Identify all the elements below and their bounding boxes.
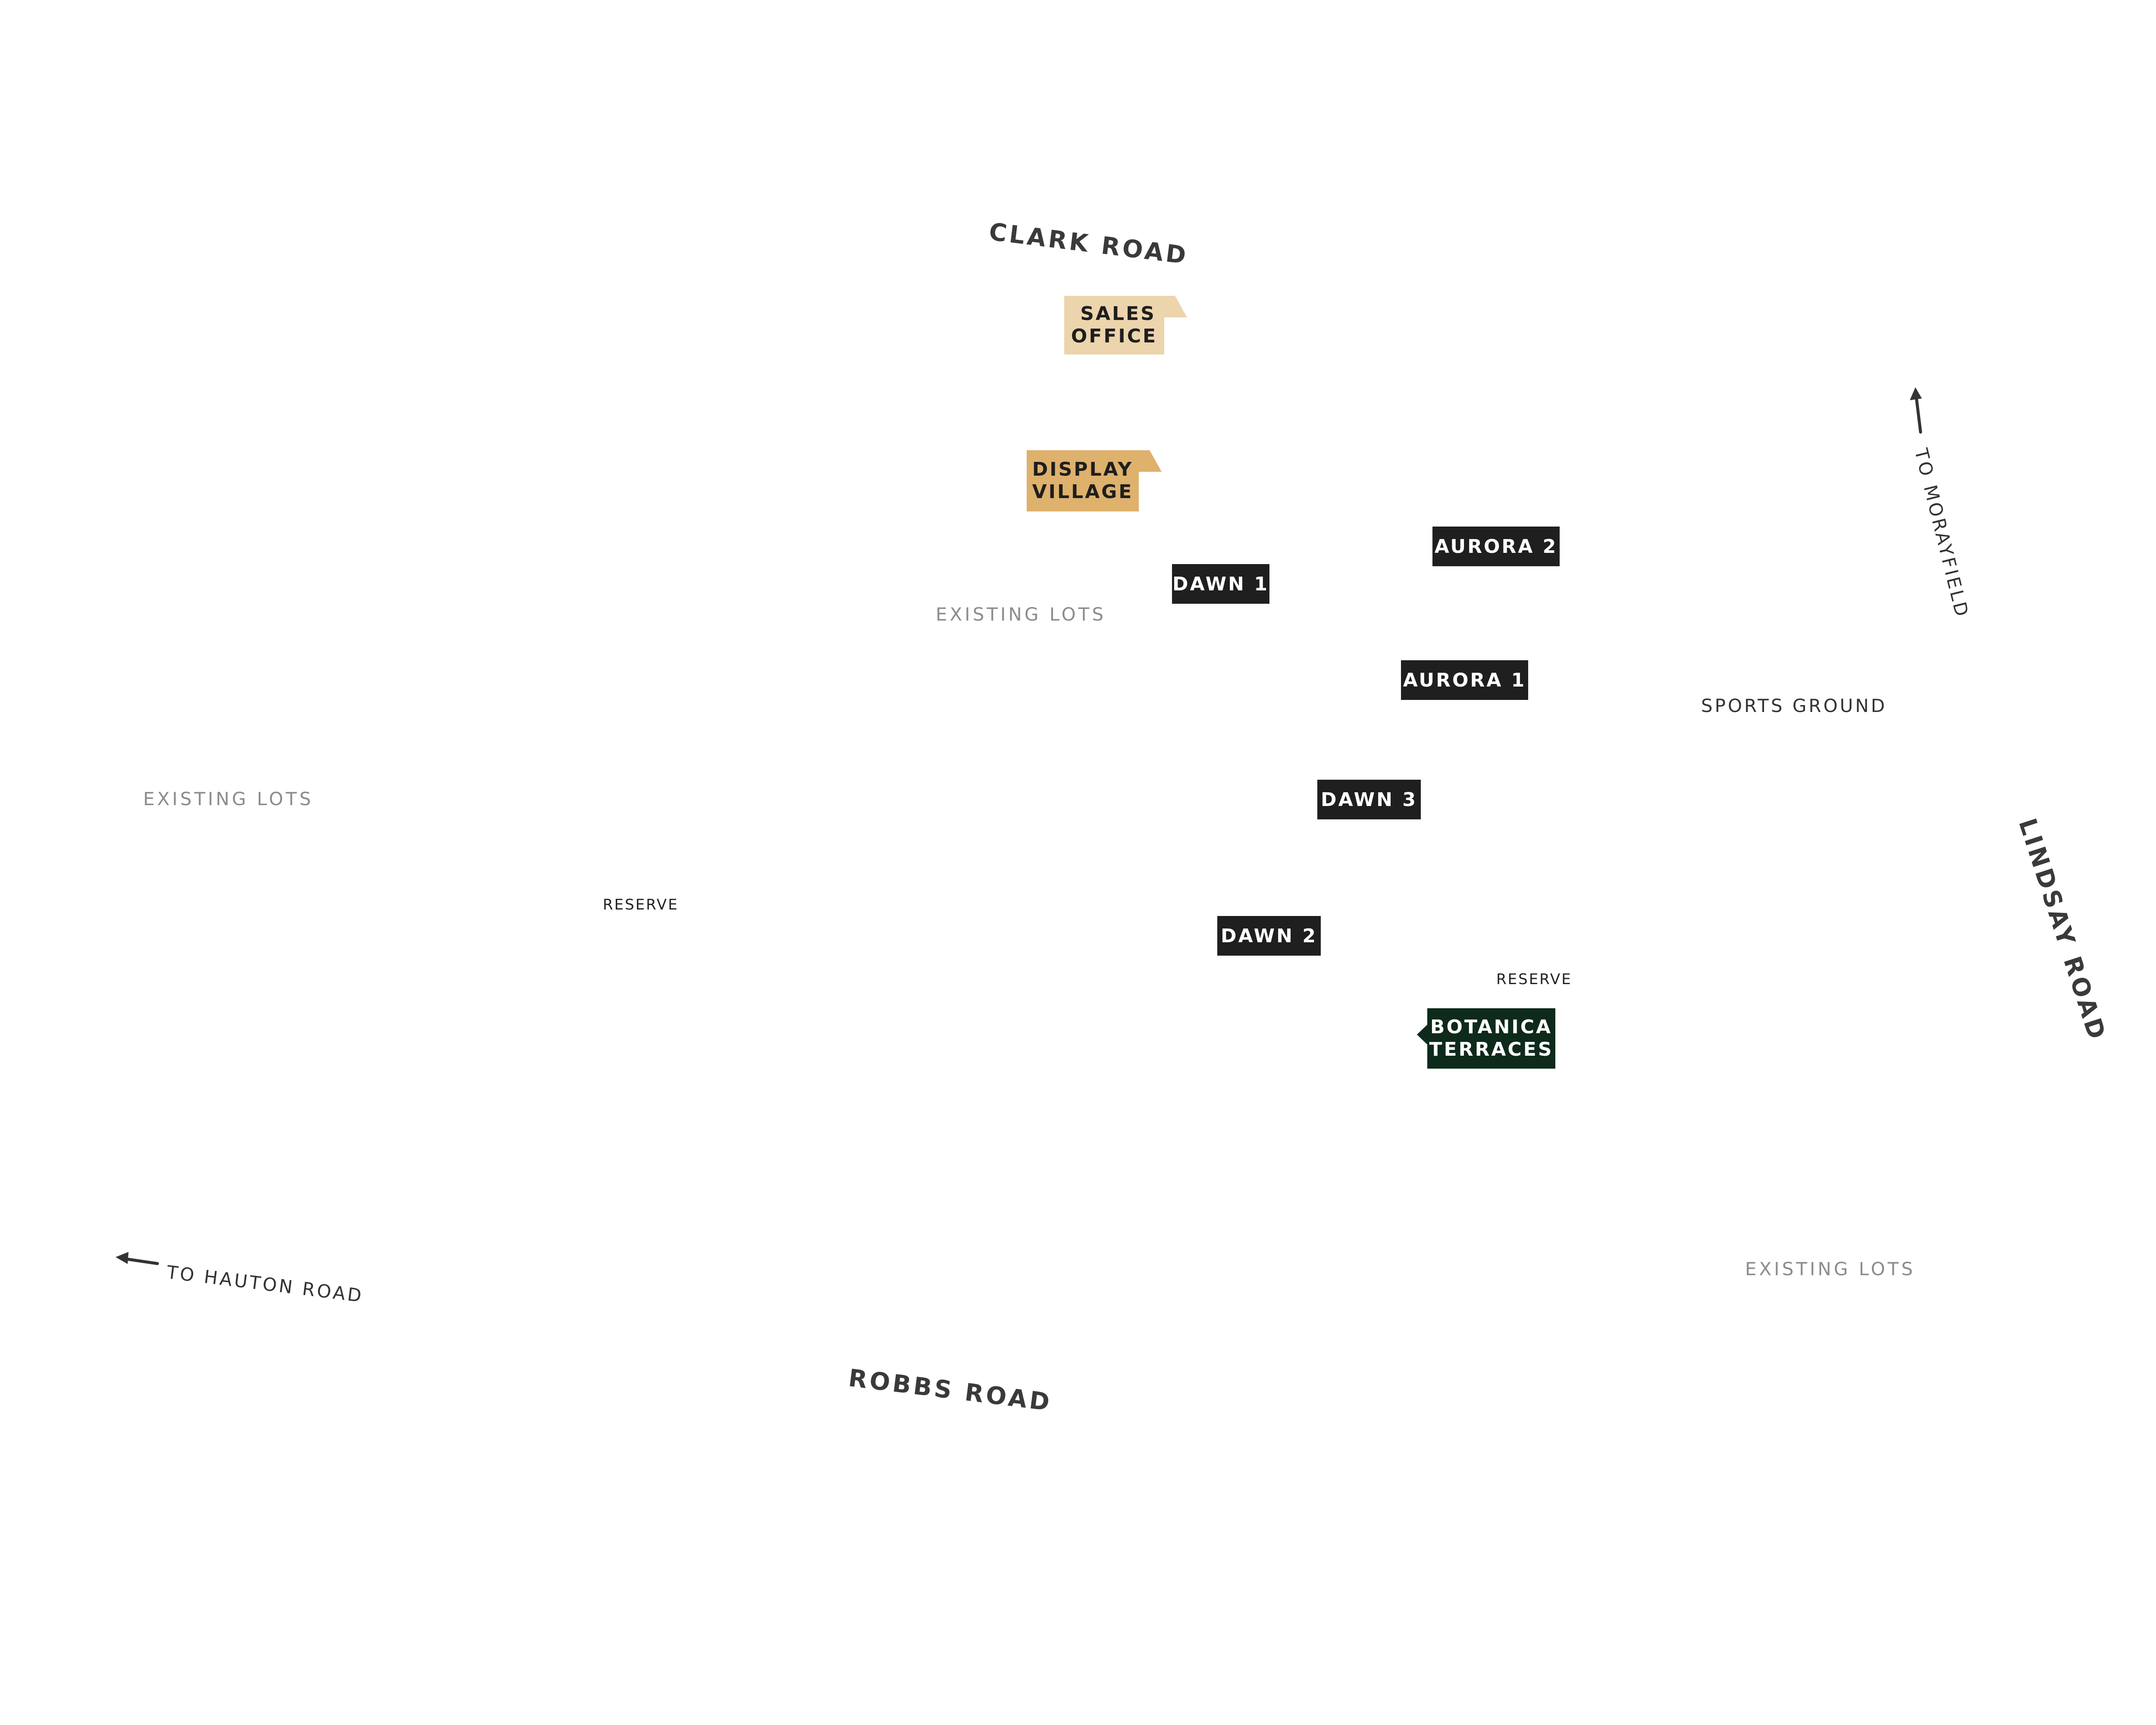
botanica-terraces-tag[interactable]: BOTANICA TERRACES xyxy=(1427,1008,1555,1069)
arrow-north-icon xyxy=(1910,387,1922,434)
stage-tag-aurora-1[interactable]: AURORA 1 xyxy=(1401,660,1528,700)
reserve-label: RESERVE xyxy=(1496,971,1572,988)
road-label-robbs: ROBBS ROAD xyxy=(847,1364,1054,1417)
display-village-tag[interactable]: DISPLAY VILLAGE xyxy=(1027,450,1139,511)
direction-label-hauton-road: TO HAUTON ROAD xyxy=(166,1261,365,1307)
sales-office-line-2: OFFICE xyxy=(1071,325,1158,347)
stage-tag-dawn-1[interactable]: DAWN 1 xyxy=(1172,564,1269,604)
existing-lots-label: EXISTING LOTS xyxy=(1745,1258,1915,1280)
botanica-terraces-line-2: TERRACES xyxy=(1429,1038,1554,1060)
stage-tag-dawn-2[interactable]: DAWN 2 xyxy=(1217,916,1321,956)
sales-office-tag[interactable]: SALES OFFICE xyxy=(1064,296,1164,354)
road-label-lindsay: LINDSAY ROAD xyxy=(2013,815,2112,1045)
display-village-flag xyxy=(1137,450,1162,472)
botanica-terraces-pointer xyxy=(1417,1024,1428,1045)
sales-office-flag xyxy=(1162,296,1187,317)
arrow-west-icon xyxy=(116,1252,159,1265)
stage-tag-dawn-3[interactable]: DAWN 3 xyxy=(1317,780,1421,819)
display-village-line-2: VILLAGE xyxy=(1032,481,1134,503)
sports-ground-label: SPORTS GROUND xyxy=(1701,695,1887,716)
direction-label-morayfield: TO MORAYFIELD xyxy=(1910,446,1973,621)
reserve-label: RESERVE xyxy=(603,896,679,913)
botanica-terraces-line-1: BOTANICA xyxy=(1430,1016,1553,1038)
display-village-line-1: DISPLAY xyxy=(1032,458,1134,480)
stage-tag-aurora-2[interactable]: AURORA 2 xyxy=(1432,527,1560,566)
sales-office-line-1: SALES xyxy=(1080,303,1156,325)
road-label-clark: CLARK ROAD xyxy=(987,218,1190,270)
existing-lots-label: EXISTING LOTS xyxy=(936,604,1106,625)
existing-lots-label: EXISTING LOTS xyxy=(143,788,313,809)
